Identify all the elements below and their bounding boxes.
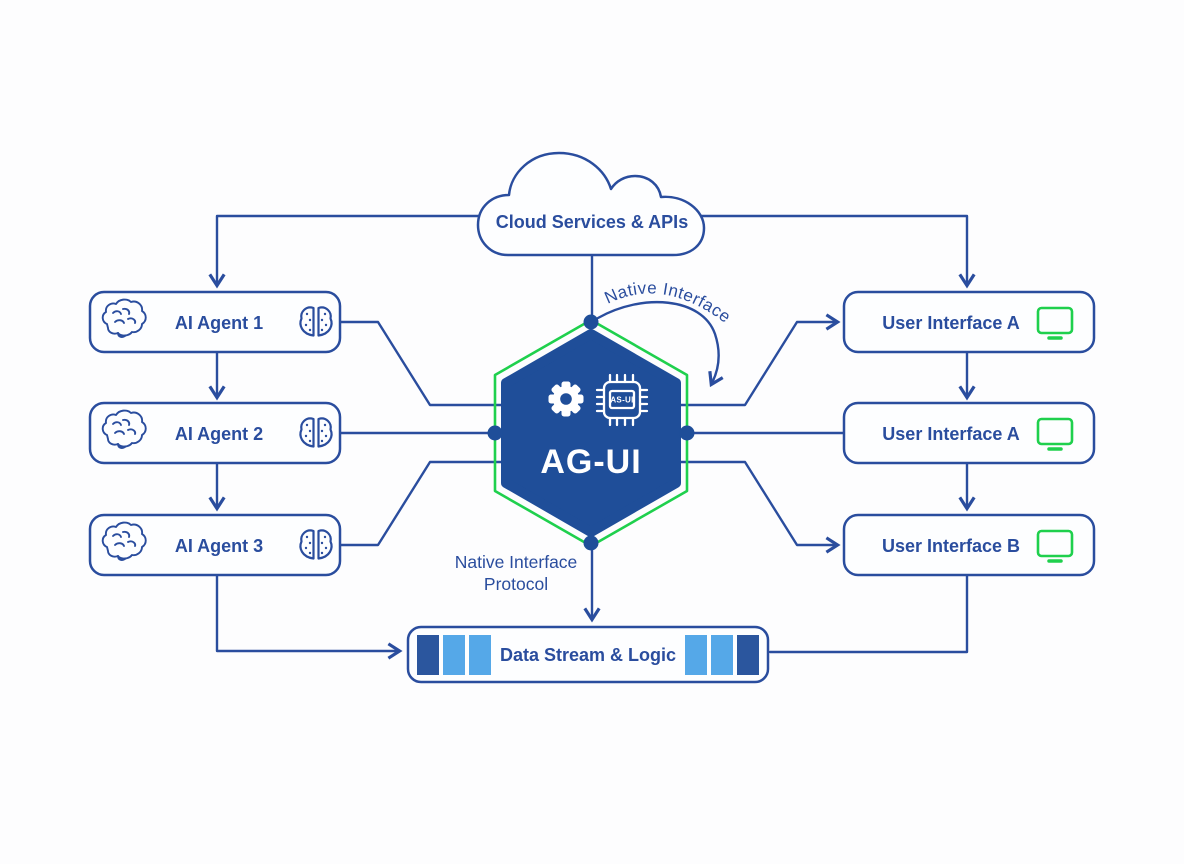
chip-label: AS-UI	[610, 396, 633, 405]
ai-agent-2-node: AI Agent 2	[88, 401, 342, 465]
connector-cloud-to-interface-a	[700, 214, 976, 289]
connector-cloud-to-agent1	[208, 214, 484, 289]
hub-hexagon	[501, 329, 681, 537]
user-interface-a-label: User Interface A	[882, 313, 1019, 333]
ai-agent-2-box	[88, 401, 342, 465]
user-interface-b-label: User Interface B	[882, 536, 1020, 556]
data-stream-node: Data Stream & Logic	[406, 625, 770, 684]
connection-dot-bottom	[583, 535, 599, 551]
data-stream-label: Data Stream & Logic	[500, 645, 676, 665]
connection-dot-right	[679, 425, 695, 441]
connector-interfaceB-to-datastream	[768, 573, 969, 654]
connector-hub-to-interfaceA	[677, 313, 841, 407]
connector-agent1-to-hub	[338, 320, 505, 407]
user-interface-a2-box	[842, 401, 1096, 465]
cloud-label: Cloud Services & APIs	[496, 212, 688, 232]
ai-agent-1-node: AI Agent 1	[88, 290, 342, 354]
user-interface-b-box	[842, 513, 1096, 577]
ag-ui-hub-node: AS-UI AG-UI	[487, 314, 695, 551]
native-interface-protocol-label: Native Interface Protocol	[455, 552, 578, 594]
user-interface-a-box	[842, 290, 1096, 354]
cloud-services-node: Cloud Services & APIs	[476, 151, 706, 257]
ai-agent-1-label: AI Agent 1	[175, 313, 263, 333]
user-interface-a2-label: User Interface A	[882, 424, 1019, 444]
ai-agent-2-label: AI Agent 2	[175, 424, 263, 444]
native-interface-curved-arrow	[596, 301, 724, 388]
protocol-label-line2: Protocol	[484, 574, 548, 594]
chip-icon: AS-UI	[595, 373, 649, 427]
data-stream-squares-right	[685, 635, 759, 675]
data-stream-box	[406, 625, 770, 684]
ai-agent-3-node: AI Agent 3	[88, 513, 342, 577]
connector-agent3-to-datastream	[215, 573, 403, 660]
user-interface-b-node: User Interface B	[842, 513, 1096, 577]
user-interface-a-node: User Interface A	[842, 290, 1096, 354]
ai-agent-3-label: AI Agent 3	[175, 536, 263, 556]
connector-agent3-to-hub	[338, 460, 505, 547]
connection-dot-left	[487, 425, 503, 441]
hub-label: AG-UI	[540, 443, 641, 481]
connector-hub-to-interfaceB	[677, 460, 841, 554]
data-stream-squares-left	[417, 635, 491, 675]
ai-agent-1-box	[88, 290, 342, 354]
cloud-shape	[476, 151, 706, 257]
protocol-label-line1: Native Interface	[455, 552, 578, 572]
ai-agent-3-box	[88, 513, 342, 577]
connection-dot-top	[583, 314, 599, 330]
user-interface-a2-node: User Interface A	[842, 401, 1096, 465]
gear-icon	[548, 381, 584, 417]
connector-lines	[208, 214, 976, 660]
